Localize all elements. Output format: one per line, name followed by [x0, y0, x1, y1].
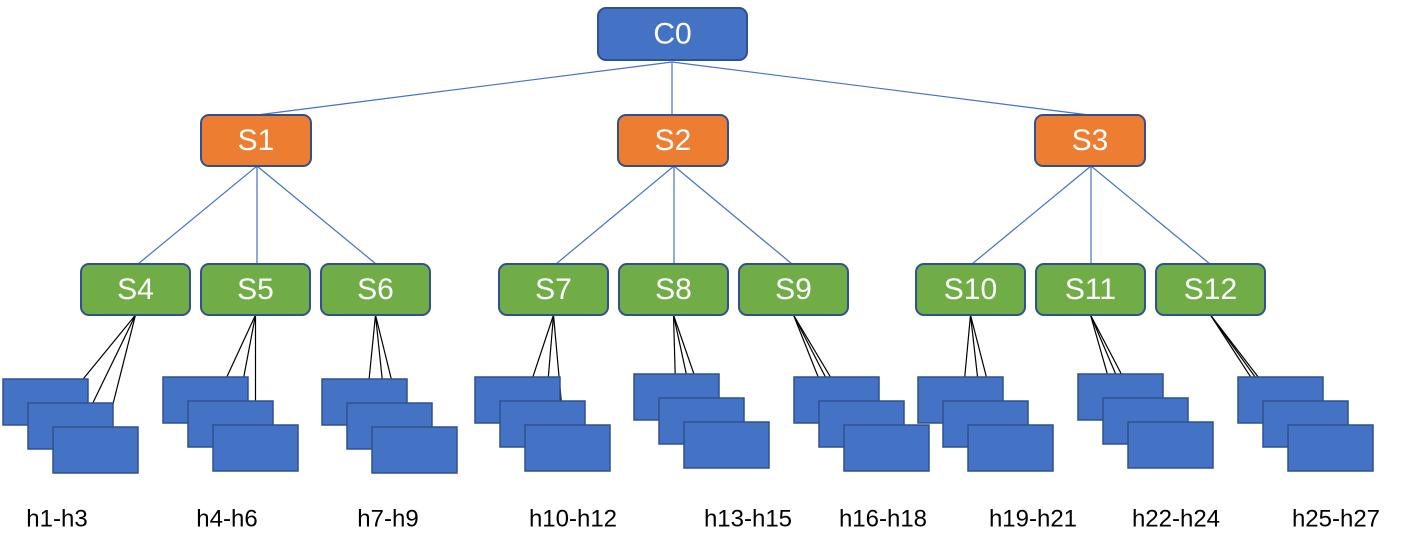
host-box[interactable]	[683, 421, 770, 469]
host-labels: h1-h3 h4-h6 h7-h9 h10-h12 h13-h15 h16-h18 h19-…	[26, 506, 1380, 533]
edge-switch-box	[1035, 263, 1146, 316]
edge-switch-s4[interactable]: S4	[80, 263, 191, 316]
edge-switch-box	[915, 263, 1026, 316]
host-stack-s4	[2, 378, 139, 474]
link-c0-s3	[671, 61, 1090, 116]
edge-switch-s7[interactable]: S7	[498, 263, 609, 316]
edge-switch-label: S6	[357, 273, 394, 306]
edge-switch-label: S10	[944, 273, 997, 306]
host-stack-s8	[633, 373, 770, 469]
controller-node[interactable]: C0	[597, 7, 748, 61]
host-range-label: h13-h15	[704, 506, 792, 533]
host-stack-s7	[474, 376, 611, 472]
link-s1-s6	[256, 165, 377, 265]
switch-links	[137, 165, 1211, 265]
core-switch-box	[617, 114, 729, 167]
edge-switch-s9[interactable]: S9	[738, 263, 849, 316]
core-switch-s2[interactable]: S2	[617, 114, 729, 167]
link-s1-s4	[137, 165, 258, 265]
edge-switch-label: S5	[237, 273, 274, 306]
edge-switch-box	[618, 263, 729, 316]
host-box[interactable]	[524, 424, 611, 472]
link-s3-s12	[1090, 165, 1211, 265]
controller-box	[597, 7, 748, 61]
core-switch-box	[200, 114, 312, 167]
link-s3-s10	[971, 165, 1092, 265]
host-stack-s6	[321, 378, 458, 474]
edge-switch-box	[498, 263, 609, 316]
host-box[interactable]	[371, 426, 458, 474]
core-switch-label: S2	[655, 124, 692, 157]
edge-switch-label: S12	[1184, 273, 1237, 306]
host-range-label: h4-h6	[196, 506, 257, 533]
edge-switch-s6[interactable]: S6	[320, 263, 431, 316]
core-switch-s3[interactable]: S3	[1034, 114, 1146, 167]
edge-switch-label: S4	[117, 273, 154, 306]
host-groups	[2, 373, 1374, 474]
link-s2-s9	[673, 165, 793, 265]
host-stack-s11	[1077, 373, 1214, 469]
core-switch-label: S3	[1072, 124, 1109, 157]
edge-switch-label: S7	[535, 273, 572, 306]
edge-switch-box	[1155, 263, 1266, 316]
edge-switch-label: S8	[655, 273, 692, 306]
edge-switch-label: S11	[1065, 273, 1116, 306]
link-s2-s7	[555, 165, 675, 265]
host-range-label: h7-h9	[357, 506, 418, 533]
controller-links	[256, 61, 1090, 116]
host-box[interactable]	[1127, 421, 1214, 469]
host-box[interactable]	[843, 424, 930, 472]
core-switch-s1[interactable]: S1	[200, 114, 312, 167]
host-range-label: h25-h27	[1292, 506, 1380, 533]
host-box[interactable]	[212, 424, 299, 472]
host-box[interactable]	[967, 424, 1054, 472]
edge-switch-box	[200, 263, 311, 316]
host-range-label: h10-h12	[529, 506, 617, 533]
edge-switch-s12[interactable]: S12	[1155, 263, 1266, 316]
host-stack-s9	[793, 376, 930, 472]
edge-switch-box	[738, 263, 849, 316]
link-c0-s1	[256, 61, 673, 116]
edge-switch-label: S9	[775, 273, 812, 306]
host-stack-s10	[917, 376, 1054, 472]
edge-switch-s8[interactable]: S8	[618, 263, 729, 316]
host-range-label: h19-h21	[989, 506, 1077, 533]
edge-switch-s5[interactable]: S5	[200, 263, 311, 316]
core-switch-label: S1	[238, 124, 275, 157]
host-stack-s12	[1237, 376, 1374, 472]
edge-switch-box	[80, 263, 191, 316]
edge-switch-s11[interactable]: S11	[1035, 263, 1146, 316]
host-box[interactable]	[1287, 424, 1374, 472]
core-switch-box	[1034, 114, 1146, 167]
host-stack-s5	[162, 376, 299, 472]
host-range-label: h1-h3	[26, 506, 87, 533]
edge-switch-s10[interactable]: S10	[915, 263, 1026, 316]
host-range-label: h16-h18	[839, 506, 927, 533]
edge-switch-box	[320, 263, 431, 316]
host-box[interactable]	[52, 426, 139, 474]
controller-label: C0	[653, 18, 691, 51]
host-range-label: h22-h24	[1132, 506, 1220, 533]
